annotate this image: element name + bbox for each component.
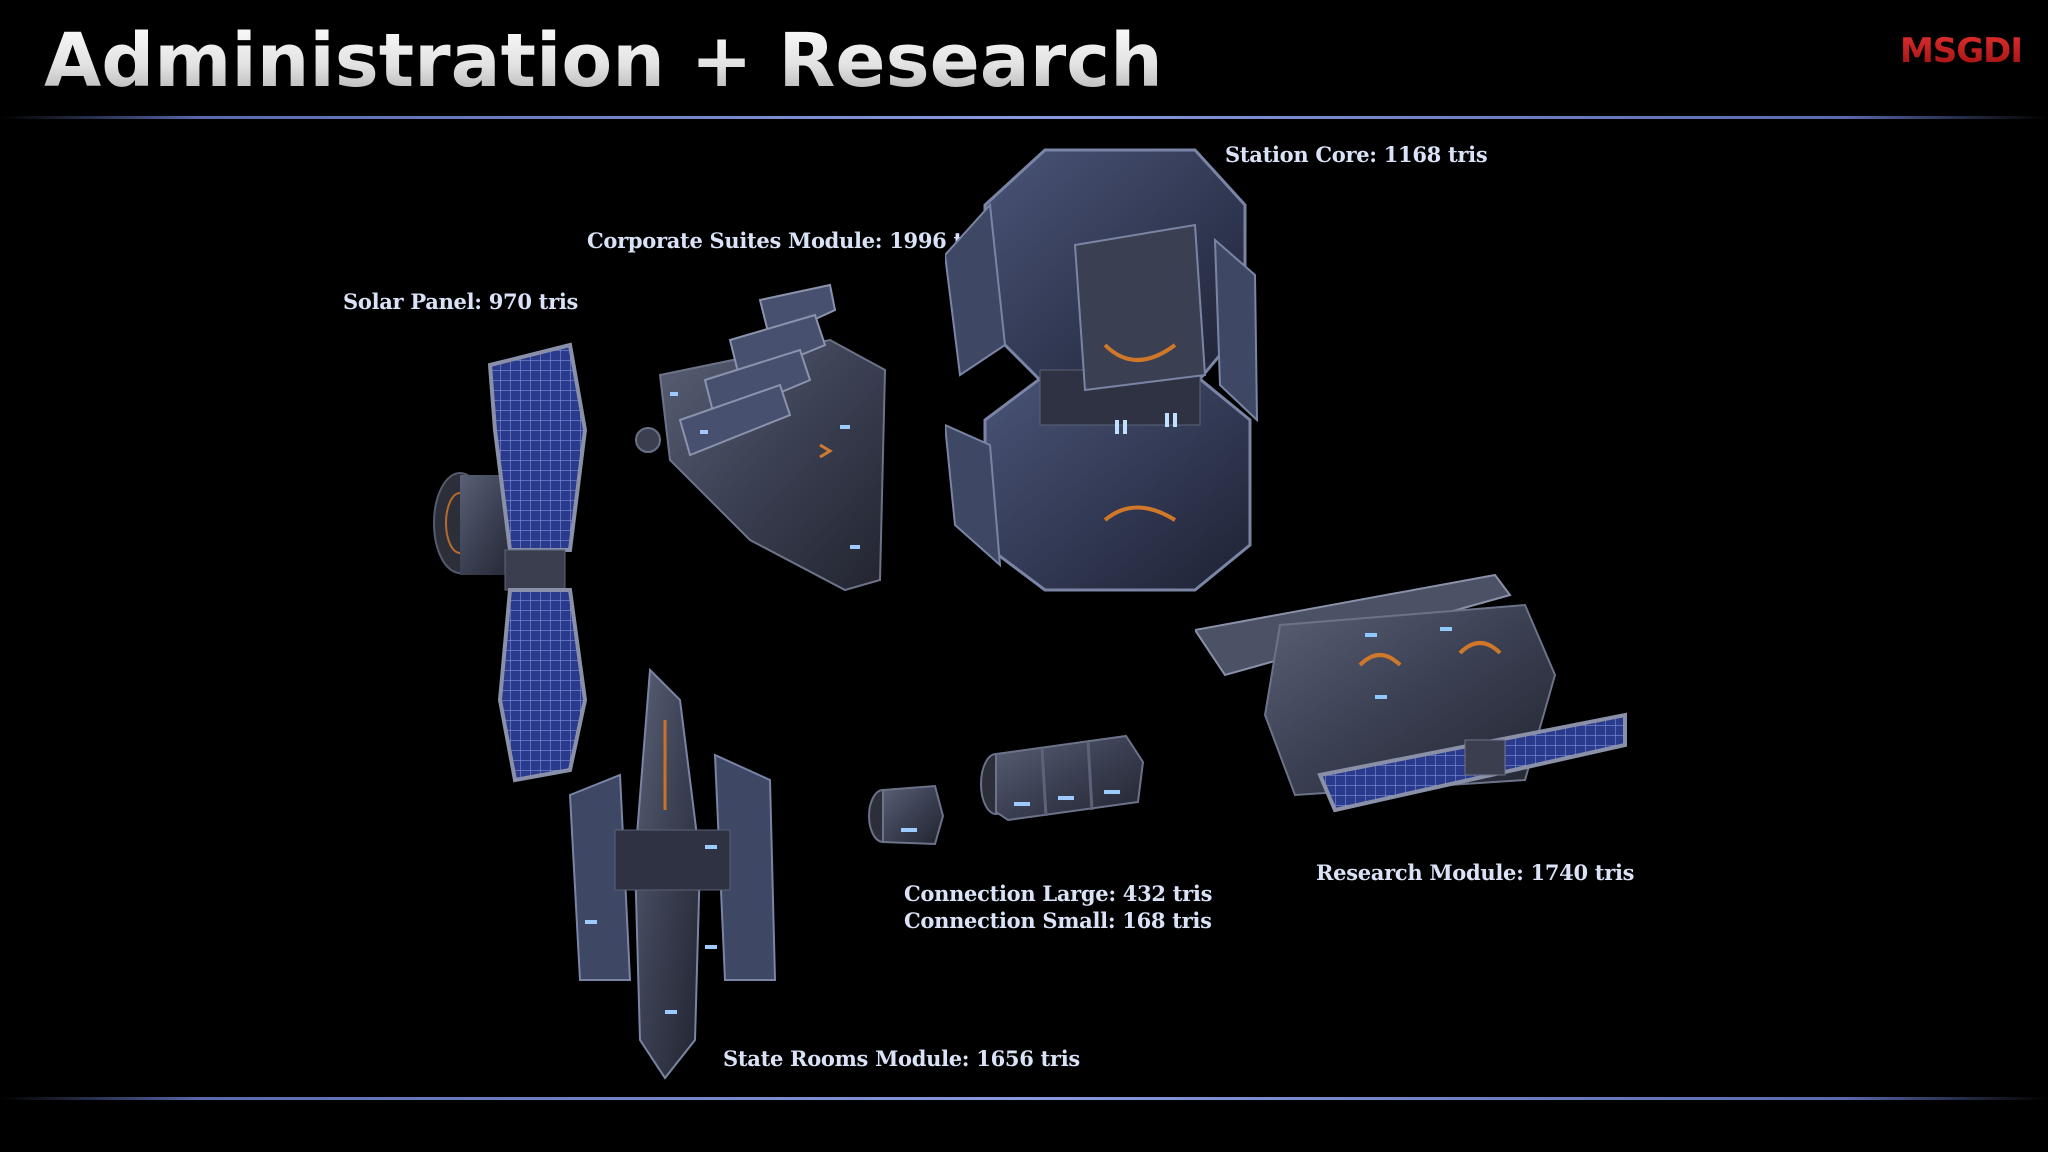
connection-large-model [980, 734, 1145, 822]
label-connection-large: Connection Large: 432 tris [904, 881, 1213, 906]
bottom-divider [0, 1097, 2048, 1100]
solar-panel-model [433, 342, 588, 783]
corporate-suites-model [635, 283, 887, 592]
slide-title: Administration + Research [44, 18, 1163, 104]
label-station-core: Station Core: 1168 tris [1225, 142, 1488, 167]
label-connection-small: Connection Small: 168 tris [904, 908, 1212, 933]
state-rooms-model [568, 667, 777, 1080]
label-state-rooms: State Rooms Module: 1656 tris [723, 1046, 1080, 1071]
connection-small-model [868, 784, 945, 846]
label-solar-panel: Solar Panel: 970 tris [343, 289, 579, 314]
station-core-model [945, 148, 1259, 592]
logo-text: MSGDI [1900, 31, 2022, 70]
label-corporate-suites: Corporate Suites Module: 1996 tris [587, 228, 993, 253]
label-research-module: Research Module: 1740 tris [1316, 860, 1635, 885]
msgdi-logo: MSGDI [1900, 31, 2022, 70]
top-divider [0, 116, 2048, 119]
research-module-model [1195, 573, 1627, 813]
